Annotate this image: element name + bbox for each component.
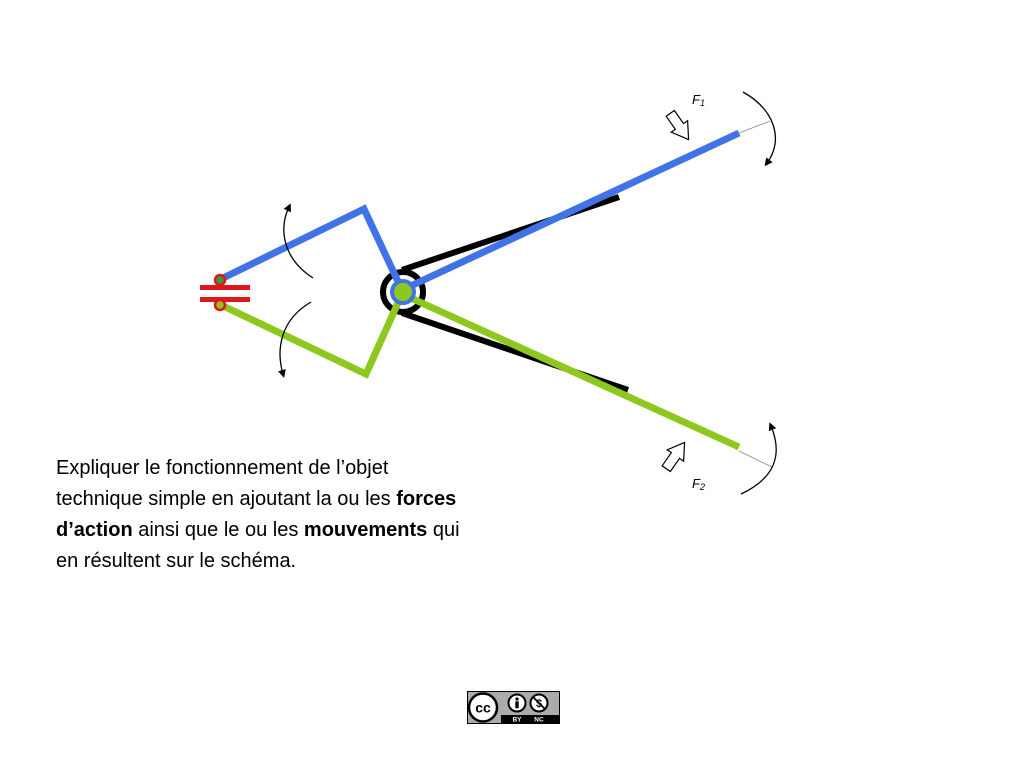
clamp-bar-bottom [200,297,250,302]
pivot-center [390,279,416,305]
lower-tip-extension [738,450,773,468]
attribution-icon [507,693,527,713]
upper-tip-rotation-arrow [742,91,777,167]
instruction-bold-forces: forces d’action [56,488,457,541]
clamp-joint-bottom [213,298,227,312]
cc-license-badge[interactable]: cc $ BY NC [467,691,560,724]
instruction-bold-movements: mouvements [303,519,428,541]
instruction-part-2: ainsi que le ou les [132,519,304,541]
upper-arm [217,129,741,295]
svg-text:cc: cc [475,700,491,716]
by-label: BY [512,717,522,724]
upper-jaw-rest [401,194,620,273]
non-commercial-icon: $ [529,693,549,713]
instruction-text: Expliquer le fonctionnement de l’objet t… [56,453,476,577]
lower-tip-rotation-arrow [740,422,777,495]
instruction-part-3: qui en résultent sur le schéma. [56,519,460,572]
clamp-joint-top [213,273,227,287]
clamp-bar-top [200,285,250,290]
cc-icon: cc [467,692,499,723]
clamp-mark [200,273,250,312]
hollow-arrow-icon [665,109,690,141]
nc-label: NC [534,717,544,724]
instruction-part-1: Expliquer le fonctionnement de l’objet t… [56,457,397,510]
force-arrow-1 [665,109,690,141]
lower-arm [217,289,741,451]
force-label-1: F1 [692,92,705,108]
force-arrow-2 [661,441,686,473]
jaw-rest-lines [401,194,629,393]
lower-jaw-rotation-arrow [278,301,312,378]
force-label-2: F2 [692,476,705,492]
hollow-arrow-icon [661,441,686,473]
upper-jaw-rotation-arrow [283,203,314,279]
upper-tip-extension [738,120,771,134]
